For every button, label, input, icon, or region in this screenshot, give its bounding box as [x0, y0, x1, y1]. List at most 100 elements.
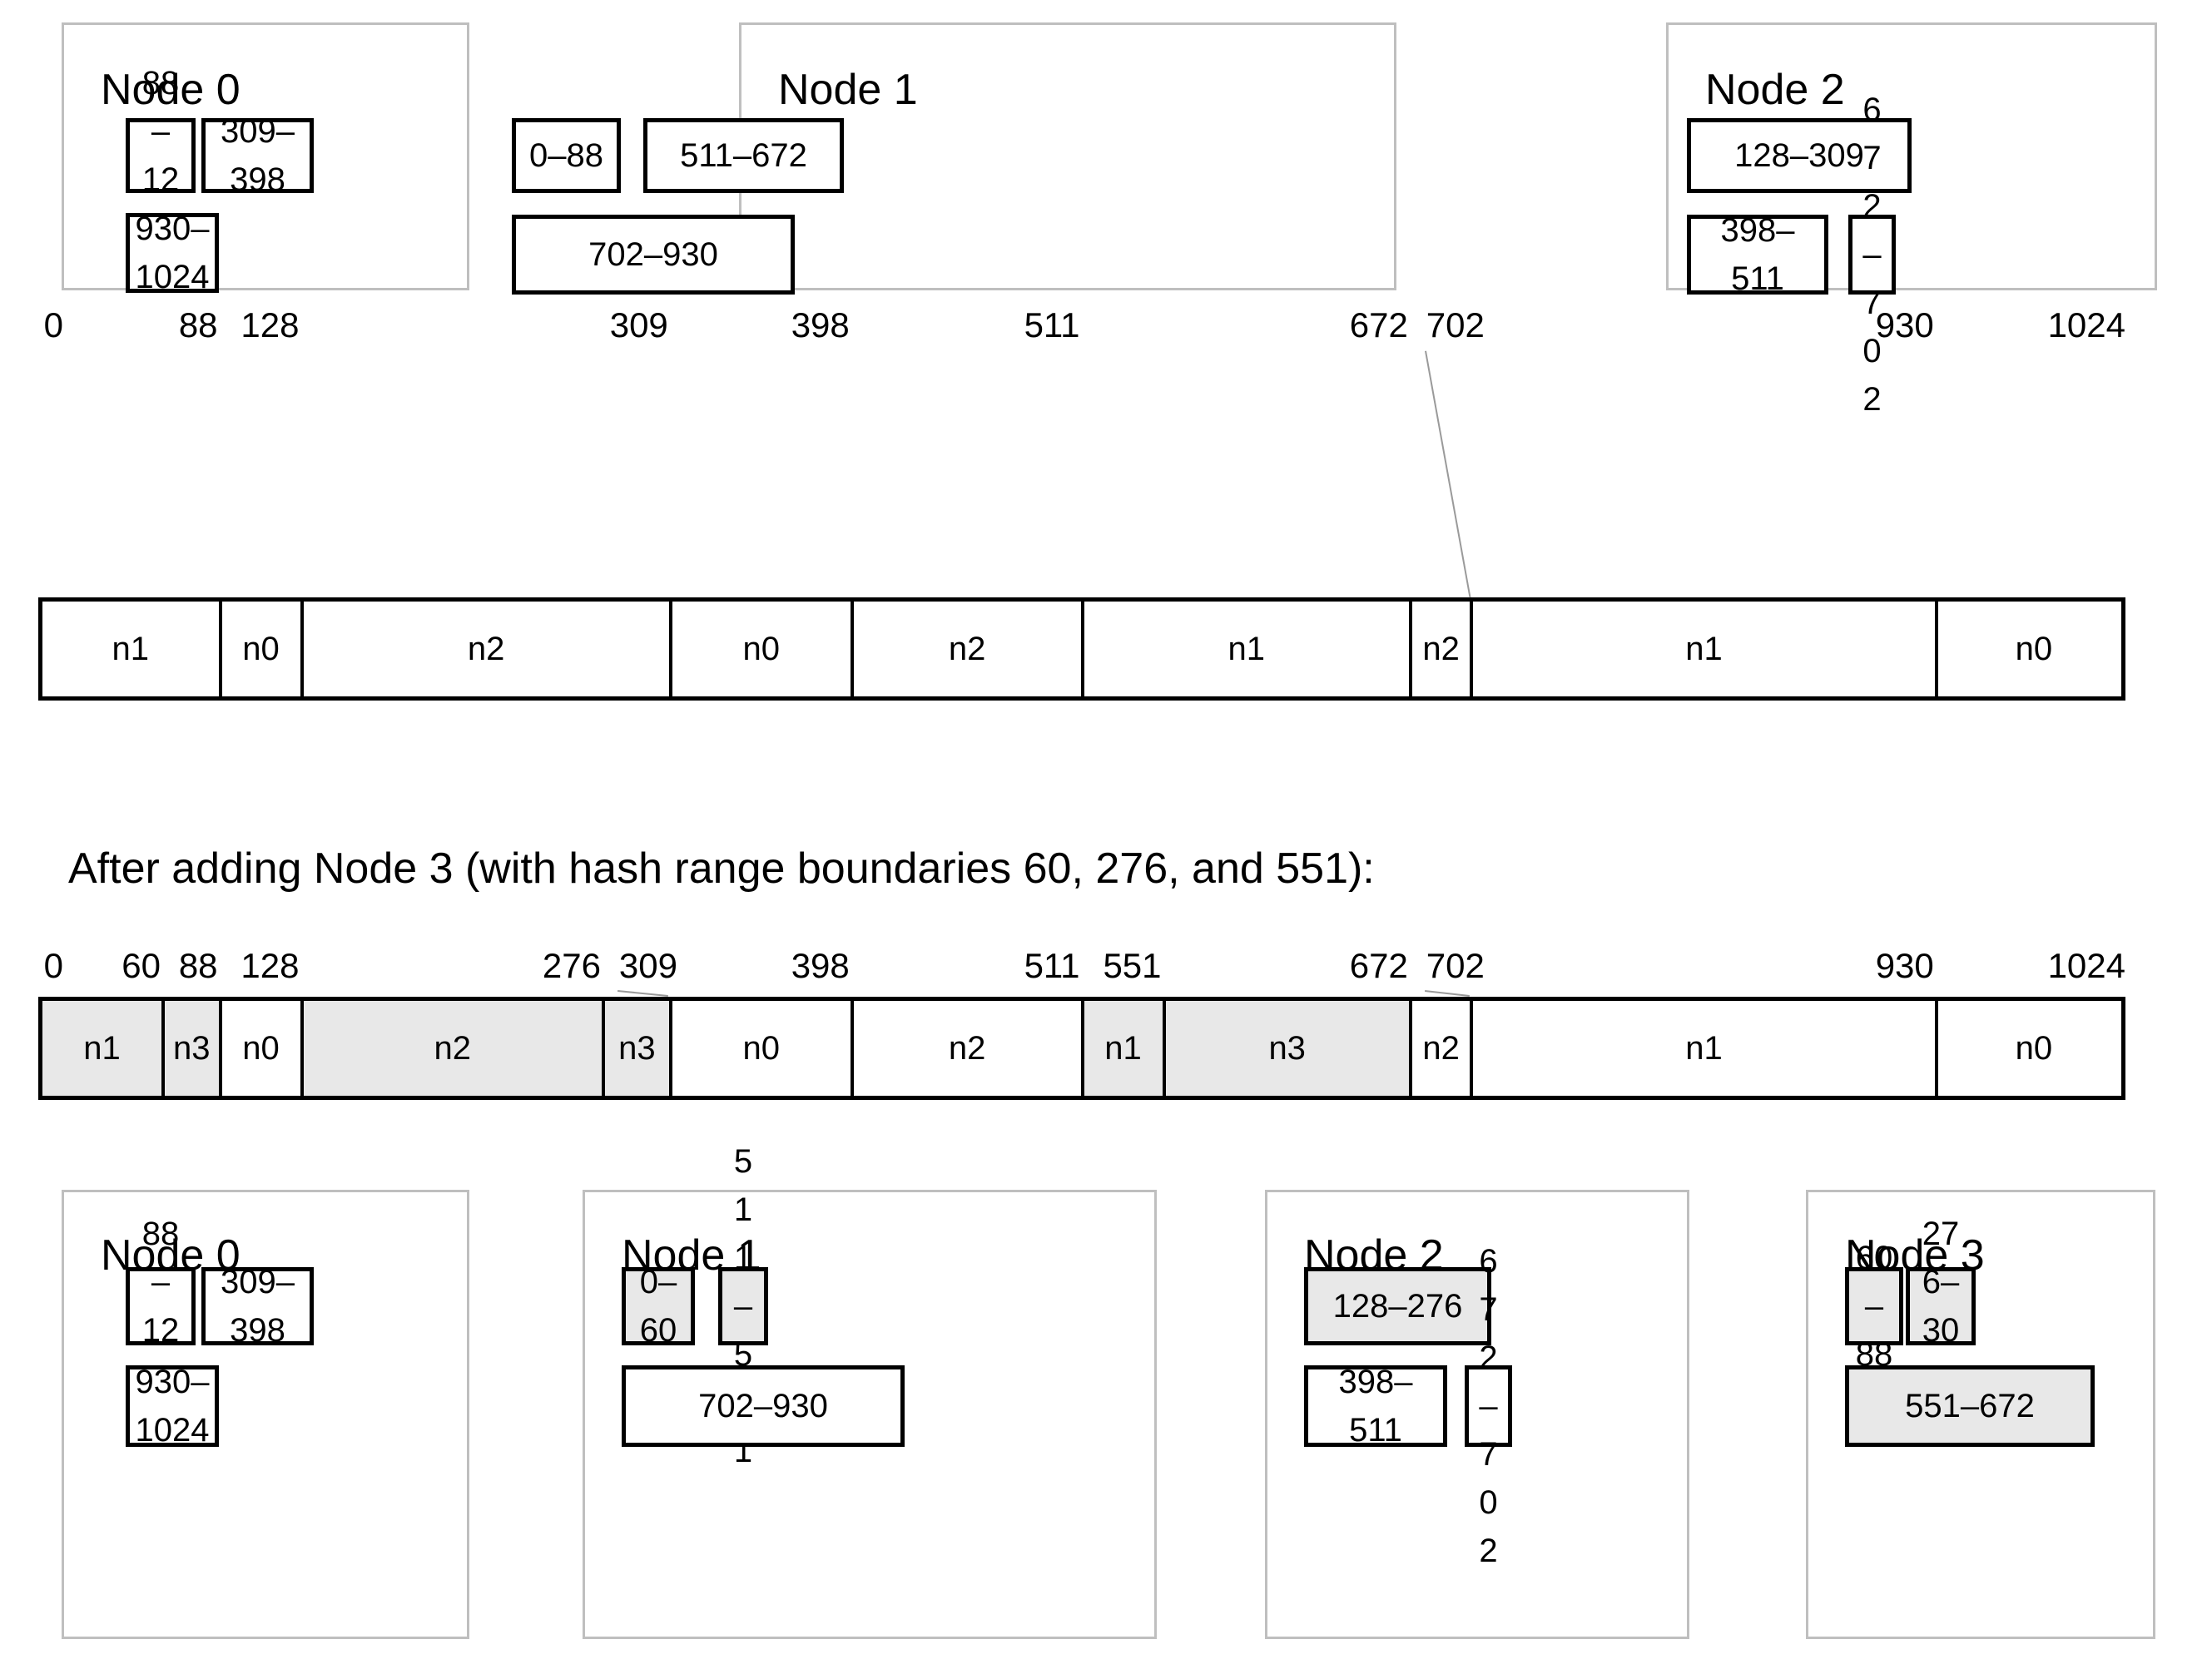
axis-tick-label: 398 — [791, 946, 850, 985]
hash-range-box: 88–128 — [126, 1216, 196, 1397]
segment-node-label: n0 — [742, 630, 781, 667]
segment-node-label: n2 — [434, 1029, 471, 1067]
node-panel-2-before: Node 2 128–309 398–511 672–702 — [1666, 22, 2157, 418]
hash-range-label: 0–88 — [529, 137, 603, 174]
axis-tick-label: 60 — [122, 946, 161, 985]
tick-leader-line — [617, 990, 668, 997]
hash-range-label: 88–128 — [141, 1216, 180, 1397]
hash-range-label: 309–398 — [221, 1264, 295, 1349]
node-panel-title: Node 1 — [778, 66, 918, 114]
hash-range-segment: n1 — [1473, 1001, 1938, 1096]
hash-range-label: 128–309 — [1734, 137, 1864, 174]
axis-tick-label: 511 — [1024, 946, 1080, 985]
axis-tick-label: 702 — [1426, 946, 1485, 985]
segment-node-label: n2 — [948, 630, 986, 667]
hash-range-box: 128–309 — [1687, 118, 1912, 193]
axis-tick-label: 672 — [1349, 946, 1408, 985]
section-caption: After adding Node 3 (with hash range bou… — [68, 844, 1375, 893]
hash-range-label: 128–276 — [1332, 1288, 1463, 1325]
hash-range-label: 0–60 — [639, 1264, 677, 1349]
hash-range-box: 398–511 — [1304, 1364, 1447, 1449]
hash-range-segment: n0 — [672, 602, 854, 696]
hash-range-label: 702–930 — [698, 1388, 828, 1424]
hash-range-box: 88–128 — [126, 65, 196, 246]
segment-node-label: n3 — [172, 1029, 211, 1067]
hash-range-label: 672–702 — [1862, 92, 1882, 418]
hash-range-box: 511–672 — [643, 118, 844, 193]
hash-range-box: 128–276 — [1304, 1267, 1491, 1345]
hash-range-box: 702–930 — [622, 1365, 905, 1447]
axis-tick-label: 930 — [1875, 305, 1934, 344]
hash-range-label: 309–398 — [221, 113, 295, 198]
axis-tick-label: 88 — [178, 946, 218, 985]
axis-tick-label: 276 — [542, 946, 601, 985]
hash-range-box: 511–551 — [718, 1143, 768, 1469]
hash-range-segment: n2 — [1412, 1001, 1474, 1096]
axis-tick-label: 0 — [43, 946, 63, 985]
hash-range-label: 672–702 — [1479, 1243, 1498, 1569]
axis-tick-label: 551 — [1103, 946, 1162, 985]
segment-node-label: n0 — [2015, 630, 2053, 667]
hash-range-label: 551–672 — [1905, 1388, 2035, 1424]
hash-range-segment: n2 — [303, 1001, 605, 1096]
tick-leader-line — [1424, 350, 1471, 597]
hash-range-segment: n2 — [854, 1001, 1084, 1096]
hash-range-box: 276–309 — [1906, 1216, 1976, 1397]
hash-range-segment: n1 — [42, 602, 222, 696]
segment-node-label: n3 — [618, 1029, 656, 1067]
axis-tick-label: 128 — [241, 946, 300, 985]
hash-range-box: 930–1024 — [126, 210, 219, 295]
segment-node-label: n1 — [112, 630, 150, 667]
segment-node-label: n0 — [242, 1029, 280, 1067]
hash-range-segment: n0 — [222, 602, 304, 696]
segment-node-label: n1 — [1685, 630, 1723, 667]
hash-range-segment: n2 — [854, 602, 1084, 696]
hash-range-segment: n1 — [1084, 602, 1412, 696]
hash-range-segment: n2 — [304, 602, 672, 696]
segment-node-label: n0 — [2015, 1029, 2053, 1067]
axis-tick-label: 511 — [1024, 305, 1080, 344]
segment-node-label: n1 — [1228, 630, 1265, 667]
axis-tick-label: 1024 — [2047, 305, 2125, 344]
segment-node-label: n1 — [1685, 1029, 1723, 1067]
axis-tick-label: 0 — [43, 305, 63, 344]
axis-tick-label: 88 — [178, 305, 218, 344]
hash-range-box: 702–930 — [512, 215, 795, 295]
tick-leader-line — [1424, 990, 1470, 997]
segment-node-label: n2 — [1422, 630, 1460, 667]
hash-range-segment: n2 — [1412, 602, 1474, 696]
hash-range-label: 398–511 — [1720, 212, 1795, 297]
segment-node-label: n0 — [242, 630, 280, 667]
hash-range-box: 398–511 — [1687, 212, 1828, 297]
hash-range-box: 551–672 — [1845, 1365, 2095, 1447]
hash-range-box: 60–88 — [1845, 1240, 1903, 1373]
segment-node-label: n0 — [742, 1029, 781, 1067]
hash-range-segment: n0 — [222, 1001, 304, 1096]
hash-range-segment: n1 — [1084, 1001, 1166, 1096]
hash-range-label: 702–930 — [588, 236, 718, 273]
segment-node-label: n3 — [1268, 1029, 1306, 1067]
axis-tick-label: 1024 — [2047, 946, 2125, 985]
hash-range-segment: n0 — [1938, 1001, 2130, 1096]
axis-tick-label: 930 — [1875, 946, 1934, 985]
hash-range-label: 930–1024 — [135, 1364, 210, 1449]
axis-tick-label: 128 — [241, 305, 300, 344]
node-panel-title: Node 2 — [1705, 66, 1845, 114]
hash-range-box: 309–398 — [201, 113, 314, 198]
hash-range-box: 0–60 — [622, 1264, 695, 1349]
axis-tick-label: 702 — [1426, 305, 1485, 344]
hash-range-box: 672–702 — [1465, 1243, 1512, 1569]
hash-range-segment: n3 — [604, 1001, 672, 1096]
hash-range-label: 398–511 — [1338, 1364, 1413, 1449]
node-panel-1-before: Node 1 0–88 511–672 702–930 — [512, 22, 1396, 295]
segment-node-label: n2 — [467, 630, 505, 667]
hash-range-label: 60–88 — [1855, 1240, 1893, 1373]
axis-tick-label: 309 — [609, 305, 668, 344]
hash-range-label: 930–1024 — [135, 210, 210, 295]
axis-tick-label: 398 — [791, 305, 850, 344]
